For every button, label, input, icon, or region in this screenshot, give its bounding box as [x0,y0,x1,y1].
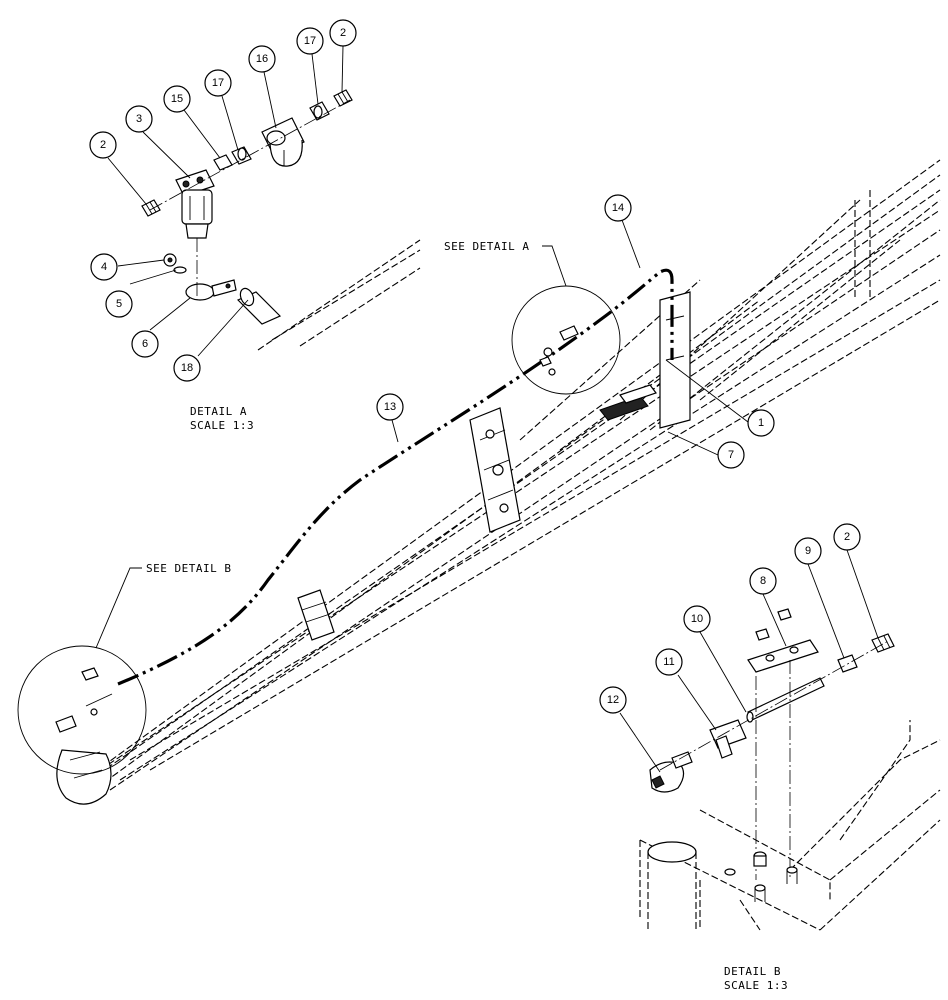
balloon-17-mid: 17 [204,69,232,97]
svg-text:12: 12 [607,694,619,706]
svg-text:9: 9 [805,545,811,557]
balloon-12: 12 [599,686,627,714]
balloon-2-right: 2 [833,523,861,551]
svg-text:10: 10 [691,613,703,625]
balloon-11: 11 [655,648,683,676]
leader-lines [95,45,879,773]
balloon-3: 3 [125,105,153,133]
svg-text:2: 2 [100,139,106,151]
balloon-16: 16 [248,45,276,73]
svg-text:7: 7 [728,449,734,461]
balloon-14: 14 [604,194,632,222]
svg-text:17: 17 [304,35,316,47]
balloon-1: 1 [747,409,775,437]
svg-text:6: 6 [142,338,148,350]
balloon-18: 18 [173,354,201,382]
detail-a-caption-line1: DETAIL A [190,405,247,418]
balloon-2-left: 2 [89,131,117,159]
svg-text:5: 5 [116,298,122,310]
balloon-17-top: 17 [296,27,324,55]
svg-text:16: 16 [256,53,268,65]
detail-b-caption-line1: DETAIL B [724,965,781,978]
see-detail-a-label: SEE DETAIL A [444,240,529,253]
svg-text:3: 3 [136,113,142,125]
balloon-4: 4 [90,253,118,281]
boom-assembly [55,159,941,805]
balloon-13: 13 [376,393,404,421]
balloon-15: 15 [163,85,191,113]
balloon-9: 9 [794,537,822,565]
detail-a-exploded-view [141,89,421,351]
detail-a-caption-line2: SCALE 1:3 [190,419,254,432]
svg-text:17: 17 [212,77,224,89]
svg-text:11: 11 [663,656,674,668]
svg-text:18: 18 [181,362,193,374]
svg-text:13: 13 [384,401,396,413]
balloon-6: 6 [131,330,159,358]
svg-text:2: 2 [340,27,346,39]
svg-text:15: 15 [171,93,183,105]
svg-text:8: 8 [760,575,766,587]
detail-b-circle [17,645,147,775]
svg-text:2: 2 [844,531,850,543]
detail-a-circle [511,285,621,395]
detail-b-caption-line2: SCALE 1:3 [724,979,788,992]
detail-b-exploded-view [639,608,941,931]
svg-text:1: 1 [758,417,764,429]
balloon-8: 8 [749,567,777,595]
see-detail-b-label: SEE DETAIL B [146,562,231,575]
svg-text:14: 14 [612,202,624,214]
balloon-2-top: 2 [329,19,357,47]
balloon-7: 7 [717,441,745,469]
svg-text:4: 4 [101,261,107,273]
balloon-10: 10 [683,605,711,633]
balloon-5: 5 [105,290,133,318]
